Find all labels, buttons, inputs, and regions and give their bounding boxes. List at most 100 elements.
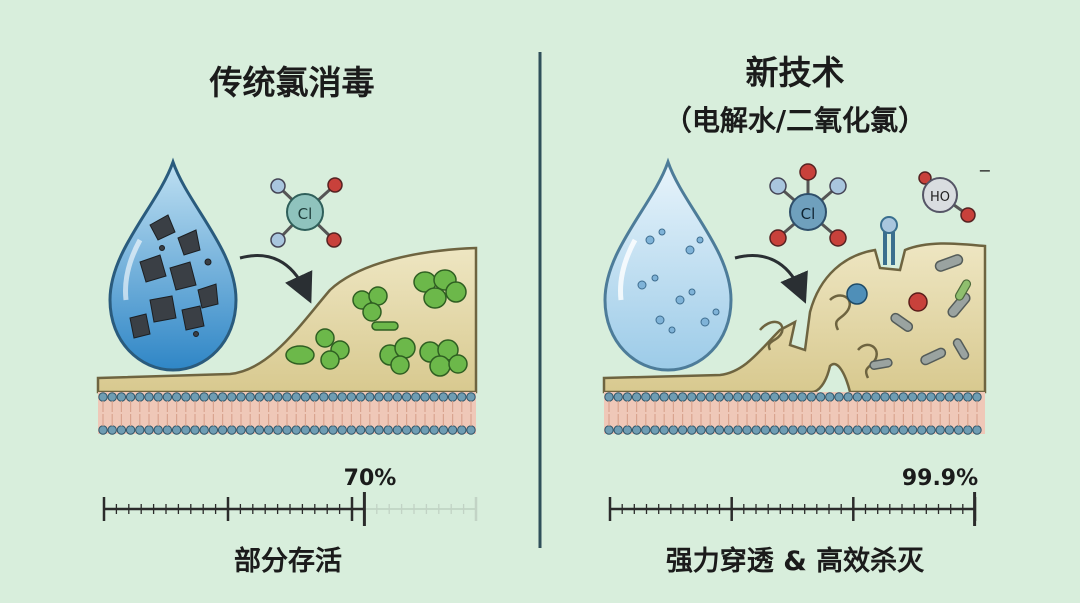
lipid-head <box>760 392 771 402</box>
lipid-head <box>834 392 844 402</box>
lipid-head <box>953 425 964 435</box>
lipid-head <box>438 392 449 402</box>
left-arrow <box>239 254 313 304</box>
lipid-head <box>687 392 697 402</box>
penetration-probe <box>880 216 898 265</box>
lipid-head <box>760 425 771 435</box>
lipid-head <box>392 392 403 402</box>
lipid-head <box>217 392 228 402</box>
lipid-head <box>125 392 136 402</box>
lipid-head <box>834 425 844 435</box>
lipid-head <box>199 425 209 435</box>
lipid-head <box>309 392 320 402</box>
lipid-head <box>622 392 633 402</box>
lipid-head <box>604 425 614 435</box>
oxygen-atom <box>326 232 342 248</box>
reactive-ion <box>846 283 868 305</box>
lipid-head <box>779 425 789 435</box>
lipid-head <box>466 392 476 402</box>
lipid-head <box>107 392 117 402</box>
ion-charge: − <box>978 161 991 180</box>
lipid-head <box>411 392 421 402</box>
lipid-head <box>861 425 872 435</box>
lipid-head <box>944 392 955 402</box>
lipid-head <box>263 392 274 402</box>
lipid-head <box>622 425 633 435</box>
lipid-head <box>300 392 311 402</box>
reactive-oxygen <box>908 292 928 312</box>
lipid-head <box>236 425 246 435</box>
lipid-head <box>365 392 375 402</box>
lipid-head <box>733 425 743 435</box>
lipid-head <box>116 392 127 402</box>
killed-bacteria-fragments <box>954 279 972 301</box>
right-percent: 99.9% <box>902 466 978 491</box>
lipid-head <box>447 425 458 435</box>
lipid-head <box>935 425 945 435</box>
lipid-head <box>852 425 863 435</box>
lipid-head <box>337 425 347 435</box>
lipid-head <box>926 425 936 435</box>
lipid-head <box>466 425 476 435</box>
lipid-head <box>917 425 927 435</box>
lipid-head <box>171 392 182 402</box>
lipid-head <box>659 425 669 435</box>
lipid-head <box>650 392 660 402</box>
right-panel: 新技术 （电解水/二氧化氯） <box>602 53 992 577</box>
lipid-head <box>245 425 255 435</box>
lipid-head <box>871 425 881 435</box>
left-panel: 传统氯消毒 <box>96 63 478 577</box>
lipid-head <box>944 425 955 435</box>
hydroxyl-ion: HO − <box>918 161 992 223</box>
lipid-head <box>227 425 237 435</box>
lipid-head <box>181 425 191 435</box>
lipid-head <box>751 425 761 435</box>
lipid-head <box>797 392 807 402</box>
lipid-head <box>429 425 439 435</box>
lipid-head <box>815 392 826 402</box>
lipid-head <box>641 392 651 402</box>
lipid-head <box>190 425 200 435</box>
lipid-head <box>825 425 835 435</box>
right-kill-scale <box>608 492 977 526</box>
lipid-head <box>153 425 163 435</box>
lipid-head <box>144 392 154 402</box>
lipid-head <box>236 392 246 402</box>
lipid-head <box>797 425 807 435</box>
lipid-head <box>613 425 623 435</box>
lipid-head <box>457 425 467 435</box>
lipid-head <box>972 425 982 435</box>
lipid-head <box>779 392 789 402</box>
right-molecule-label: Cl <box>801 205 816 223</box>
lipid-head <box>291 392 301 402</box>
lipid-head <box>355 425 366 435</box>
lipid-head <box>880 425 890 435</box>
lipid-head <box>392 425 403 435</box>
lipid-head <box>742 392 752 402</box>
lipid-head <box>346 425 357 435</box>
hydrogen-atom <box>270 232 286 248</box>
lipid-head <box>825 392 835 402</box>
lipid-head <box>769 425 780 435</box>
lipid-head <box>714 425 725 435</box>
right-membrane <box>604 392 985 435</box>
left-percent: 70% <box>344 466 397 491</box>
lipid-head <box>898 425 909 435</box>
lipid-head <box>162 392 173 402</box>
lipid-head <box>935 392 945 402</box>
lipid-head <box>723 425 734 435</box>
lipid-head <box>659 392 669 402</box>
left-membrane <box>98 392 476 435</box>
lipid-head <box>650 425 660 435</box>
oxygen-atom <box>327 177 343 193</box>
lipid-head <box>668 425 679 435</box>
lipid-head <box>907 425 918 435</box>
lipid-head <box>217 425 228 435</box>
lipid-head <box>355 392 366 402</box>
lipid-head <box>263 425 274 435</box>
lipid-head <box>245 392 255 402</box>
lipid-head <box>843 392 853 402</box>
lipid-head <box>291 425 301 435</box>
lipid-head <box>457 392 467 402</box>
